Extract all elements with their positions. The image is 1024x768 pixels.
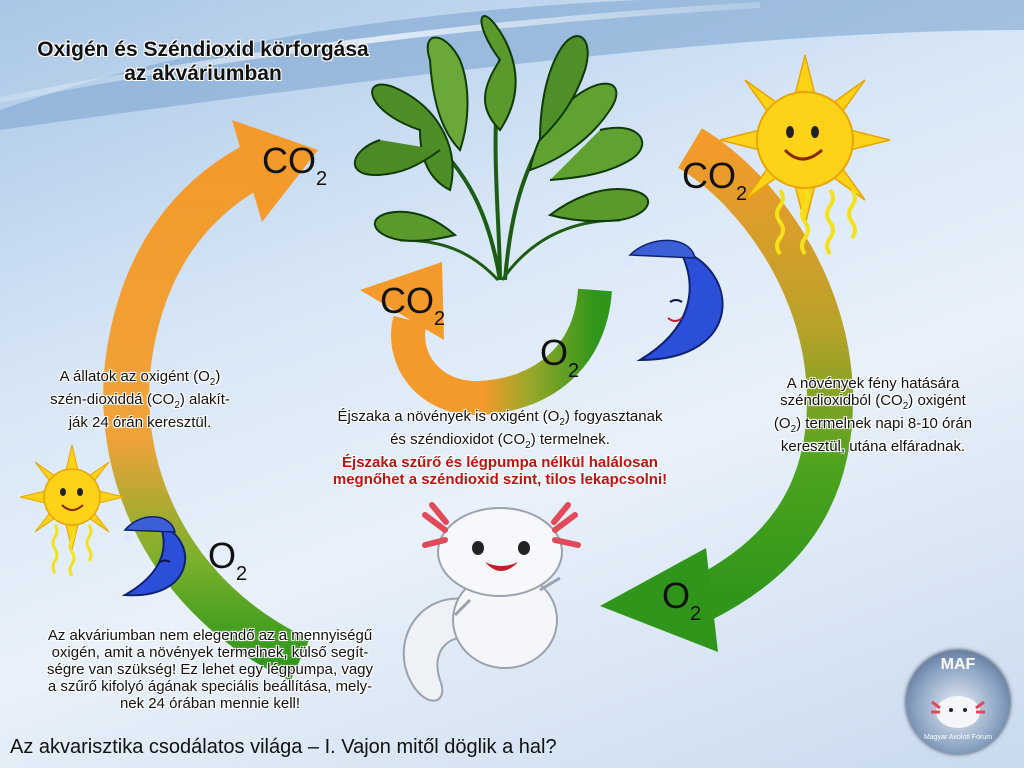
plants-text: A növények fény hatására széndioxidból (… [773,375,973,455]
o2-label-right: O2 [662,575,702,625]
left-cycle-arrow [103,120,318,681]
moon-icon [623,239,724,362]
title-line-1: Oxigén és Széndioxid körforgása [37,38,369,61]
animals-text: A állatok az oxigént (O2) szén-dioxiddá … [50,368,230,431]
sun-icon [19,444,125,577]
plant-icon [354,15,650,282]
sun-icon [719,54,891,256]
co2-label-left: CO2 [262,140,328,190]
footer-caption: Az akvarisztika csodálatos világa – I. V… [10,736,557,758]
night-text: Éjszaka a növények is oxigént (O2) fogya… [290,408,710,488]
warning-line-2: megnőhet a széndioxid szint, tilos lekap… [332,471,668,488]
inner-night-arrow [360,262,612,415]
o2-label-left: O2 [208,535,248,585]
right-cycle-arrow [600,128,854,652]
logo-top-text: MAF [940,656,976,673]
co2-label-right: CO2 [682,155,748,205]
aquarium-text: Az akváriumban nem elegendő az a mennyis… [46,627,374,712]
maf-logo: MAF Magyar Axolotl Fórum [906,650,1010,754]
warning-line-1: Éjszaka szűrő és légpumpa nélkül halálos… [342,454,658,471]
logo-bottom-text: Magyar Axolotl Fórum [923,734,993,741]
axolotl-icon [402,502,581,702]
title-line-2: az akváriumban [124,62,282,85]
o2-label-inner: O2 [540,332,580,382]
co2-label-inner: CO2 [380,280,446,330]
page-title: Oxigén és Széndioxid körforgása az akvár… [8,38,398,86]
background-wave [0,0,1024,130]
axolotl-icon [931,696,985,728]
moon-icon [121,516,187,597]
